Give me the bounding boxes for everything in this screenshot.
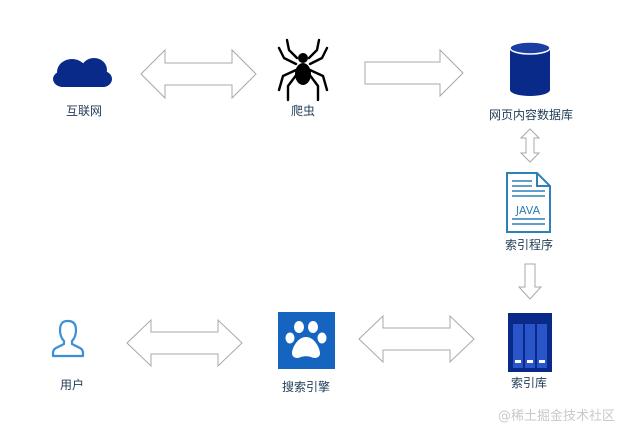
- watermark: @稀土掘金技术社区: [497, 409, 615, 424]
- arrow-crawler-webdb: [364, 48, 464, 98]
- arrow-webdb-indexer: [519, 128, 541, 163]
- label-index-db: 索引库: [510, 376, 548, 390]
- label-crawler: 爬虫: [290, 104, 316, 118]
- user-icon: [51, 319, 85, 358]
- cloud-icon: [53, 58, 112, 87]
- arrow-internet-crawler: [140, 48, 257, 100]
- label-user: 用户: [59, 378, 85, 392]
- arrow-indexer-indexdb: [517, 263, 543, 300]
- label-internet: 互联网: [65, 104, 103, 118]
- paw-icon: [278, 312, 335, 369]
- database-icon: [509, 41, 551, 96]
- spider-icon: [277, 38, 329, 102]
- label-web-db: 网页内容数据库: [488, 108, 574, 122]
- arrow-searchengine-indexdb: [358, 314, 475, 364]
- arrow-user-searchengine: [126, 318, 243, 368]
- java-icon-text: JAVA: [515, 204, 541, 217]
- server-icon: [508, 313, 552, 372]
- label-search-engine: 搜索引擎: [281, 380, 331, 394]
- label-indexer: 索引程序: [504, 238, 554, 252]
- java-file-icon: JAVA: [506, 172, 551, 233]
